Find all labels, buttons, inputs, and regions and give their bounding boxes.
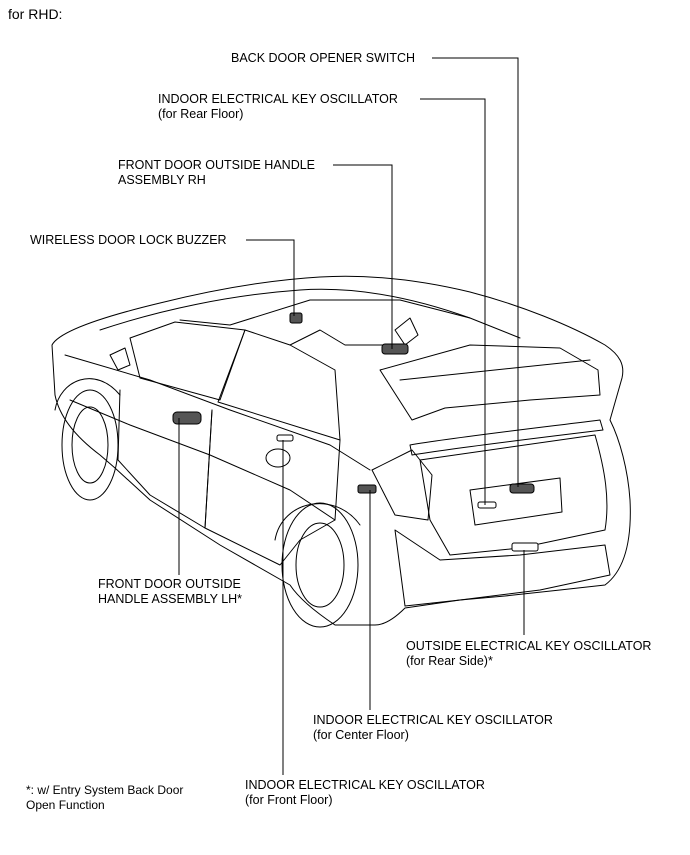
car-tailgate: [419, 434, 608, 556]
label-line: (for Rear Side)*: [406, 654, 493, 668]
indoor-center-floor-part: [357, 484, 377, 494]
indoor-rear-floor-part: [477, 501, 497, 509]
label-indoor-key-oscillator-rear-floor: INDOOR ELECTRICAL KEY OSCILLATOR (for Re…: [158, 92, 398, 122]
car-front-wheel: [61, 389, 119, 501]
car-side-window-rear: [217, 329, 341, 441]
footnote: *: w/ Entry System Back Door Open Functi…: [26, 783, 183, 813]
label-indoor-key-oscillator-front-floor: INDOOR ELECTRICAL KEY OSCILLATOR (for Fr…: [245, 778, 485, 808]
label-line: OUTSIDE ELECTRICAL KEY OSCILLATOR: [406, 639, 652, 653]
label-front-door-outside-handle-rh: FRONT DOOR OUTSIDE HANDLE ASSEMBLY RH: [118, 158, 315, 188]
label-line: (for Rear Floor): [158, 107, 244, 121]
label-indoor-key-oscillator-center-floor: INDOOR ELECTRICAL KEY OSCILLATOR (for Ce…: [313, 713, 553, 743]
footnote-line: *: w/ Entry System Back Door: [26, 783, 184, 797]
car-rear-glass: [379, 344, 601, 421]
car-mirror: [109, 347, 131, 371]
indoor-front-floor-part: [276, 434, 294, 442]
leader-indoor-rear-floor: [420, 98, 486, 505]
label-line: FRONT DOOR OUTSIDE: [98, 577, 241, 591]
buzzer-part: [289, 312, 303, 324]
label-line: INDOOR ELECTRICAL KEY OSCILLATOR: [245, 778, 485, 792]
car-spoiler: [409, 419, 604, 456]
footnote-line: Open Function: [26, 798, 105, 812]
back-door-opener-part: [509, 483, 535, 494]
front-handle-rh-part: [381, 343, 409, 355]
label-line: FRONT DOOR OUTSIDE HANDLE: [118, 158, 316, 172]
label-line: ASSEMBLY RH: [118, 173, 206, 187]
label-line: INDOOR ELECTRICAL KEY OSCILLATOR: [313, 713, 553, 727]
car-side-window-front: [129, 321, 246, 401]
label-line: HANDLE ASSEMBLY LH*: [98, 592, 243, 606]
label-line: BACK DOOR OPENER SWITCH: [231, 51, 416, 65]
label-line: INDOOR ELECTRICAL KEY OSCILLATOR: [158, 92, 398, 106]
page-heading: for RHD:: [8, 6, 63, 22]
car-body-outline: [51, 275, 631, 626]
front-handle-lh-part: [172, 411, 202, 425]
leader-back-door-opener: [432, 57, 519, 487]
label-outside-key-oscillator-rear-side: OUTSIDE ELECTRICAL KEY OSCILLATOR (for R…: [406, 639, 651, 669]
outside-rear-side-part: [511, 542, 539, 552]
label-line: (for Center Floor): [313, 728, 409, 742]
label-back-door-opener-switch: BACK DOOR OPENER SWITCH: [231, 51, 415, 66]
label-wireless-door-lock-buzzer: WIRELESS DOOR LOCK BUZZER: [30, 233, 227, 248]
leader-front-handle-rh: [333, 164, 393, 349]
car-tail-lamp: [371, 449, 433, 521]
car-roof: [99, 288, 521, 339]
label-front-door-outside-handle-lh: FRONT DOOR OUTSIDE HANDLE ASSEMBLY LH*: [98, 577, 242, 607]
car-front-door: [117, 389, 213, 529]
car-rear-bumper: [394, 529, 611, 607]
label-line: (for Front Floor): [245, 793, 333, 807]
car-rear-wheel: [281, 502, 359, 628]
leader-buzzer: [246, 239, 295, 316]
label-line: WIRELESS DOOR LOCK BUZZER: [30, 233, 227, 247]
